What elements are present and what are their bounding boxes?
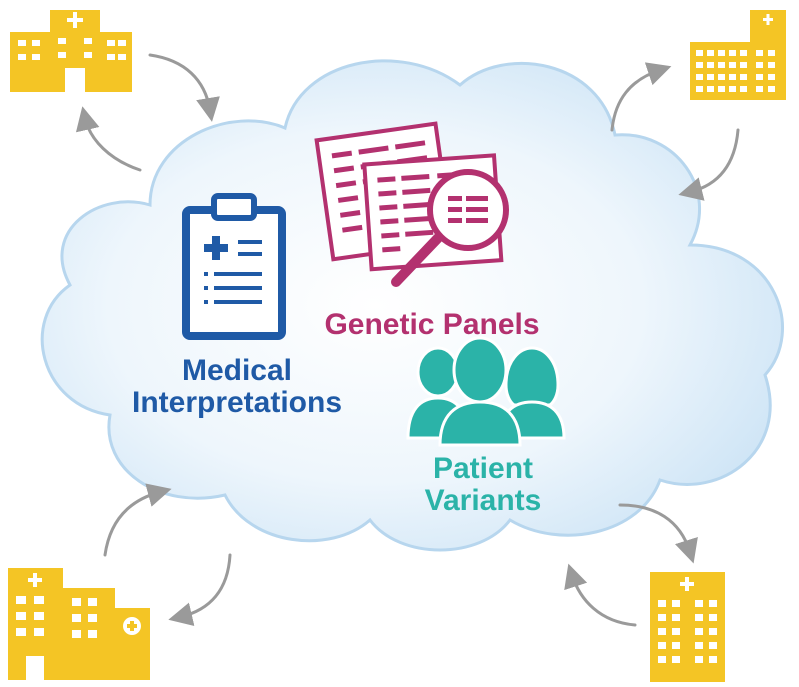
arrow-icon	[678, 128, 740, 201]
medical-interpretations-label-line2: Interpretations	[132, 386, 342, 419]
arrow-icon	[564, 563, 637, 627]
arrows	[75, 53, 740, 627]
hospital-building-icon	[10, 10, 132, 92]
cloud	[40, 59, 784, 552]
hospital-building-icon	[8, 568, 150, 680]
arrow-icon	[610, 62, 672, 132]
patient-variants-label-line1: Patient	[433, 452, 533, 485]
arrow-icon	[75, 106, 142, 172]
arrow-icon	[168, 553, 232, 626]
medical-interpretations-label-line1: Medical	[182, 354, 292, 387]
arrow-icon	[103, 483, 172, 557]
person-center	[438, 336, 522, 447]
patient-group-icon	[406, 336, 566, 447]
genetic-panels-label: Genetic Panels	[324, 308, 539, 341]
patient-variants-label-line2: Variants	[425, 484, 542, 517]
magnifier-icon	[391, 169, 509, 287]
clipboard-icon	[182, 193, 286, 340]
hospital-tower-icon	[650, 572, 725, 682]
hospital-building-icon	[690, 10, 786, 100]
arrow-icon	[618, 503, 698, 564]
arrow-icon	[148, 53, 220, 122]
